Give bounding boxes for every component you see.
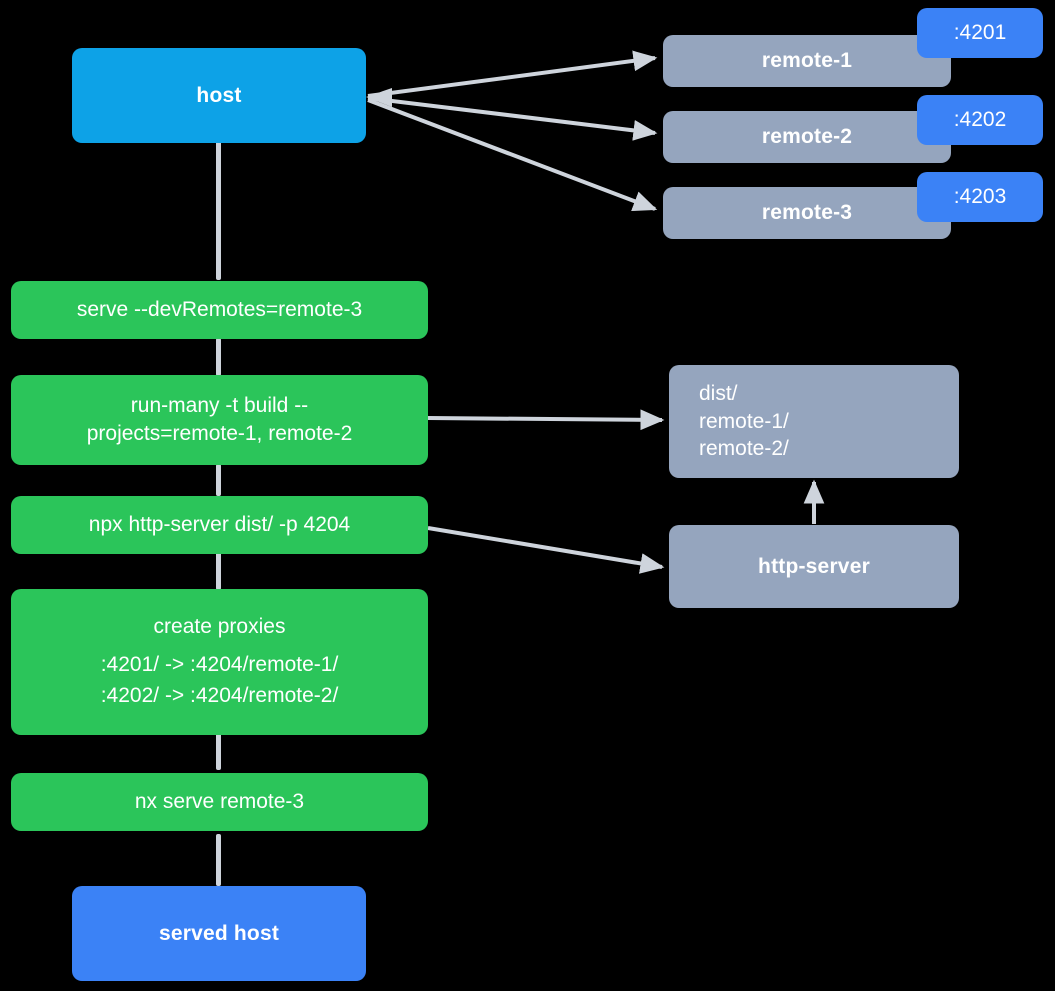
node-remote-2[interactable]: remote-2 [663, 111, 951, 163]
connector-host-to-serve [216, 140, 221, 280]
connector-nxserve-to-servedhost [216, 834, 221, 886]
node-host-label: host [196, 83, 242, 107]
node-remote-2-label: remote-2 [761, 125, 853, 149]
node-command-run-many[interactable]: run-many -t build -- projects=remote-1, … [11, 375, 428, 465]
node-served-host-label: served host [158, 921, 280, 945]
port-badge-remote-3: :4203 [917, 172, 1043, 222]
edge-host-remote-2 [367, 96, 658, 141]
edge-host-remote-1 [367, 50, 658, 98]
port-badge-remote-2: :4202 [917, 95, 1043, 145]
node-command-npx-http-server[interactable]: npx http-server dist/ -p 4204 [11, 496, 428, 554]
node-served-host[interactable]: served host [72, 886, 366, 981]
node-command-npx-http-server-label: npx http-server dist/ -p 4204 [88, 513, 351, 537]
connector-serve-to-runmany [216, 338, 221, 376]
node-command-run-many-label: run-many -t build -- projects=remote-1, … [86, 394, 353, 445]
node-dist-folder[interactable]: dist/ remote-1/ remote-2/ [669, 365, 959, 478]
node-remote-3[interactable]: remote-3 [663, 187, 951, 239]
port-badge-remote-3-label: :4203 [953, 185, 1007, 208]
connector-proxies-to-nxserve [216, 732, 221, 770]
connector-npx-to-proxies [216, 552, 221, 590]
node-remote-3-label: remote-3 [761, 201, 853, 225]
node-command-nx-serve-remote-3[interactable]: nx serve remote-3 [11, 773, 428, 831]
node-http-server[interactable]: http-server [669, 525, 959, 608]
edge-host-remote-3 [367, 98, 658, 212]
port-badge-remote-2-label: :4202 [953, 108, 1007, 131]
port-badge-remote-1-label: :4201 [953, 21, 1007, 44]
node-dist-folder-label: dist/ remote-1/ remote-2/ [699, 381, 789, 461]
proxy-rule-1: :4201/ -> :4204/remote-1/ [100, 653, 339, 677]
edge-npx-httpserver [427, 526, 665, 574]
node-command-create-proxies[interactable]: create proxies :4201/ -> :4204/remote-1/… [11, 589, 428, 735]
node-command-create-proxies-title: create proxies [153, 614, 286, 638]
node-host[interactable]: host [72, 48, 366, 143]
node-command-serve-devremotes-label: serve --devRemotes=remote-3 [76, 298, 363, 322]
port-badge-remote-1: :4201 [917, 8, 1043, 58]
edge-arrowhead-into-host [366, 88, 392, 107]
connector-runmany-to-npx [216, 464, 221, 496]
node-command-serve-devremotes[interactable]: serve --devRemotes=remote-3 [11, 281, 428, 339]
node-remote-1[interactable]: remote-1 [663, 35, 951, 87]
node-remote-1-label: remote-1 [761, 49, 853, 73]
node-http-server-label: http-server [758, 554, 870, 578]
edge-runmany-dist [427, 409, 665, 431]
node-command-nx-serve-remote-3-label: nx serve remote-3 [134, 790, 305, 814]
proxy-rule-2: :4202/ -> :4204/remote-2/ [100, 683, 339, 707]
